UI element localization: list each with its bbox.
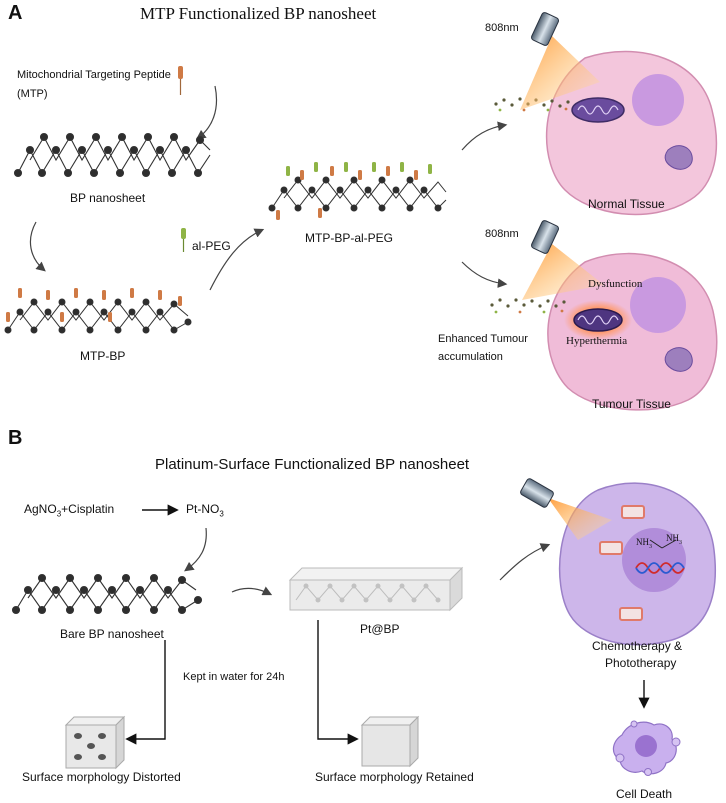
tumour-tissue-cell: [547, 252, 718, 411]
treated-cell: [558, 482, 716, 646]
product-label: Pt-NO3: [186, 502, 224, 519]
al-peg-icon: [181, 228, 186, 252]
tumour-tissue-label: Tumour Tissue: [592, 397, 671, 411]
bare-bp-nanosheet: [11, 573, 203, 615]
pt-bp-slab: [288, 566, 464, 612]
enhanced-accumulation-line1: Enhanced Tumour: [438, 333, 528, 345]
panel-label-a: A: [8, 2, 23, 24]
mtp-bp-al-peg-label: MTP-BP-al-PEG: [305, 231, 394, 245]
hyperthermia-label: Hyperthermia: [566, 335, 628, 347]
retained-label: Surface morphology Retained: [315, 770, 474, 784]
arrow-bp-to-mtpbp: [29, 221, 46, 272]
arrow-bare-to-ptbp: [231, 586, 273, 596]
nh3-right: NH3: [666, 533, 682, 546]
arrow-product-to-bare-bp: [184, 527, 207, 572]
bare-bp-label: Bare BP nanosheet: [60, 627, 164, 641]
laser-wavelength-top: 808nm: [485, 22, 519, 34]
retained-cube: [360, 715, 420, 768]
bp-nanosheet-label: BP nanosheet: [70, 191, 146, 205]
mtp-bp-peptides: [6, 288, 182, 322]
panel-label-b: B: [8, 427, 23, 449]
laser-wavelength-bottom: 808nm: [485, 228, 519, 240]
cell-death-label: Cell Death: [616, 787, 673, 801]
distorted-label: Surface morphology Distorted: [22, 770, 181, 784]
panel-a-title: MTP Functionalized BP nanosheet: [140, 4, 377, 23]
laser-device-bottom: [522, 220, 604, 300]
mtp-bp-sheet: [4, 298, 192, 334]
dysfunction-label: Dysfunction: [588, 278, 643, 290]
reagents-label: AgNO3+Cisplatin: [24, 502, 115, 519]
laser-device-b: [520, 478, 612, 540]
enhanced-accumulation-line2: accumulation: [438, 351, 503, 363]
chemo-label-line1: Chemotherapy &: [592, 639, 683, 653]
al-peg-label: al-PEG: [192, 239, 231, 253]
arrow-to-tumour: [461, 261, 508, 288]
arrow-to-normal: [461, 121, 508, 151]
arrow-ptbp-to-retained: [317, 620, 359, 745]
nh3-left: NH3: [636, 537, 652, 550]
mtp-bp-al-peg-ligands: [276, 162, 432, 220]
mtp-label-line1: Mitochondrial Targeting Peptide: [17, 69, 171, 81]
arrow-mtp-to-bp: [196, 85, 218, 140]
chemo-label-line2: Phototherapy: [605, 656, 677, 670]
mtp-bp-label: MTP-BP: [80, 349, 126, 363]
laser-device-top: [520, 12, 600, 110]
kept-in-water-label: Kept in water for 24h: [183, 671, 285, 683]
arrow-to-mtp-bp-al-peg: [209, 228, 265, 291]
mtp-icon: [178, 66, 183, 95]
dead-cell: [612, 720, 681, 776]
pt-bp-label: Pt@BP: [360, 622, 400, 636]
ptbp-in-cell: [599, 505, 645, 621]
mtp-bp-al-peg-sheet: [268, 176, 447, 212]
arrow-bare-to-distorted: [125, 640, 166, 745]
mtp-label-line2: (MTP): [17, 88, 48, 100]
tumour-particle-trail: [490, 298, 566, 314]
normal-tissue-label: Normal Tissue: [588, 197, 665, 211]
bp-nanosheet: [13, 132, 211, 178]
arrow-ptbp-to-cell: [499, 543, 551, 581]
normal-tissue-cell: [545, 50, 718, 216]
distorted-cube: [64, 715, 126, 770]
panel-b-title: Platinum-Surface Functionalized BP nanos…: [155, 456, 470, 473]
